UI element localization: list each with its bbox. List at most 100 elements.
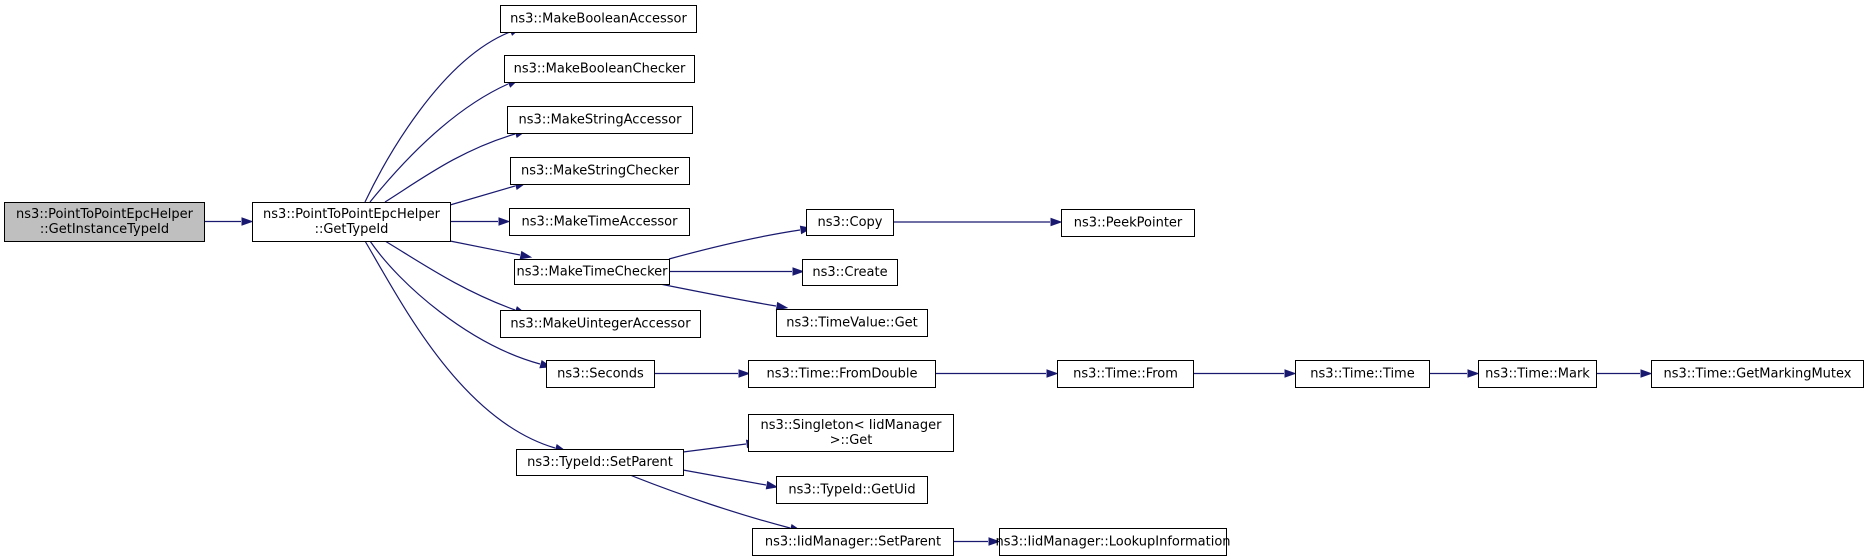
edge-mktimechk-to-create [669, 267, 805, 276]
node-box[interactable] [1478, 360, 1597, 388]
node-label: ns3::Copy [817, 215, 882, 230]
arrowhead [1046, 369, 1059, 378]
node-box[interactable] [748, 414, 954, 452]
edge-line [668, 229, 801, 260]
node-label: ns3::Create [812, 265, 887, 280]
node-mkstracc[interactable]: ns3::MakeStringAccessor [507, 106, 693, 134]
edge-line [449, 185, 516, 206]
node-label: ns3::MakeTimeAccessor [522, 215, 679, 230]
node-label: ns3::Time::FromDouble [767, 367, 918, 382]
node-label: ns3::PointToPointEpcHelper [16, 207, 194, 222]
edge-setparent-to-iidsetparent [629, 474, 803, 533]
node-box[interactable] [1057, 360, 1194, 388]
node-box[interactable] [776, 476, 928, 504]
arrowhead [792, 267, 805, 276]
node-mktimechk[interactable]: ns3::MakeTimeChecker [514, 259, 670, 285]
node-timetime[interactable]: ns3::Time::Time [1295, 360, 1430, 388]
node-label: ns3::MakeUintegerAccessor [510, 317, 691, 332]
node-box[interactable] [509, 208, 690, 236]
node-peek[interactable]: ns3::PeekPointer [1061, 209, 1195, 237]
edge-gettypeid-to-mkboolacc [364, 27, 522, 203]
edge-mktimechk-to-copy [668, 225, 813, 260]
edge-line [449, 240, 521, 256]
node-mkuintacc[interactable]: ns3::MakeUintegerAccessor [500, 310, 701, 338]
node-mkstrchk[interactable]: ns3::MakeStringChecker [510, 157, 690, 185]
edge-line [659, 283, 777, 307]
edge-line [682, 469, 767, 486]
edge-mark-to-mutex [1596, 369, 1653, 378]
edge-line [369, 240, 541, 365]
node-iidsetparent[interactable]: ns3::IidManager::SetParent [752, 528, 954, 556]
node-mkboolchk[interactable]: ns3::MakeBooleanChecker [504, 55, 695, 83]
node-gettypeid[interactable]: ns3::PointToPointEpcHelper::GetTypeId [252, 202, 451, 242]
node-label: ns3::Singleton< IidManager [760, 418, 942, 433]
edge-setparent-to-singleton [682, 439, 759, 453]
node-label: ns3::MakeBooleanAccessor [510, 12, 687, 27]
node-label: ns3::Time::From [1073, 367, 1178, 382]
node-label: ns3::IidManager::LookupInformation [995, 535, 1230, 550]
edge-gettypeid-to-mkstrchk [449, 181, 527, 206]
node-tvget[interactable]: ns3::TimeValue::Get [776, 309, 928, 337]
arrowhead [738, 369, 751, 378]
edge-line [384, 240, 516, 311]
node-label: ns3::TimeValue::Get [786, 316, 918, 331]
edge-fromdouble-to-from [935, 369, 1059, 378]
node-label: ns3::TypeId::GetUid [788, 483, 915, 498]
node-box[interactable] [752, 528, 954, 556]
edge-gettypeid-to-mktimeacc [450, 217, 511, 226]
node-box[interactable] [504, 55, 695, 83]
arrowhead [765, 480, 779, 490]
edge-timetime-to-mark [1429, 369, 1480, 378]
node-mkboolacc[interactable]: ns3::MakeBooleanAccessor [500, 5, 697, 33]
edge-copy-to-peek [893, 217, 1063, 227]
node-box[interactable] [4, 202, 205, 242]
edge-iidsetparent-to-lookup [953, 537, 1001, 546]
node-root[interactable]: ns3::PointToPointEpcHelper::GetInstanceT… [4, 202, 205, 242]
edge-mktimechk-to-tvget [659, 283, 789, 311]
node-label: ns3::MakeStringChecker [521, 164, 680, 179]
node-label: ns3::MakeBooleanChecker [514, 62, 686, 77]
node-mutex[interactable]: ns3::Time::GetMarkingMutex [1651, 360, 1864, 388]
node-box[interactable] [516, 449, 684, 476]
node-getuid[interactable]: ns3::TypeId::GetUid [776, 476, 928, 504]
node-box[interactable] [507, 106, 693, 134]
node-label: ::GetTypeId [315, 222, 389, 237]
edges-layer [204, 27, 1653, 546]
node-box[interactable] [1061, 209, 1195, 237]
node-box[interactable] [514, 259, 670, 285]
node-box[interactable] [806, 209, 894, 236]
edge-seconds-to-fromdouble [654, 369, 751, 378]
node-label: ns3::Seconds [557, 367, 644, 382]
node-mktimeacc[interactable]: ns3::MakeTimeAccessor [509, 208, 690, 236]
node-box[interactable] [1295, 360, 1430, 388]
node-seconds[interactable]: ns3::Seconds [546, 360, 655, 388]
nodes-layer: ns3::PointToPointEpcHelper::GetInstanceT… [4, 5, 1864, 556]
edge-from-to-timetime [1193, 369, 1297, 378]
edge-line [369, 83, 509, 203]
node-setparent[interactable]: ns3::TypeId::SetParent [516, 449, 684, 476]
node-box[interactable] [1651, 360, 1864, 388]
node-box[interactable] [999, 528, 1227, 556]
node-box[interactable] [546, 360, 655, 388]
node-box[interactable] [510, 157, 690, 185]
node-box[interactable] [802, 259, 898, 286]
node-fromdouble[interactable]: ns3::Time::FromDouble [748, 360, 936, 388]
arrowhead [775, 301, 789, 311]
node-box[interactable] [776, 309, 928, 337]
node-create[interactable]: ns3::Create [802, 259, 898, 286]
node-box[interactable] [500, 310, 701, 338]
node-label: ::GetInstanceTypeId [40, 222, 169, 237]
node-box[interactable] [252, 202, 451, 242]
node-from[interactable]: ns3::Time::From [1057, 360, 1194, 388]
node-box[interactable] [748, 360, 936, 388]
node-copy[interactable]: ns3::Copy [806, 209, 894, 236]
edge-line [364, 31, 511, 203]
node-box[interactable] [500, 5, 697, 33]
arrowhead [1050, 217, 1063, 227]
node-singleton[interactable]: ns3::Singleton< IidManager>::Get [748, 414, 954, 452]
node-label: ns3::IidManager::SetParent [765, 535, 941, 550]
node-lookup[interactable]: ns3::IidManager::LookupInformation [995, 528, 1231, 556]
node-mark[interactable]: ns3::Time::Mark [1478, 360, 1597, 388]
edge-line [682, 443, 747, 453]
